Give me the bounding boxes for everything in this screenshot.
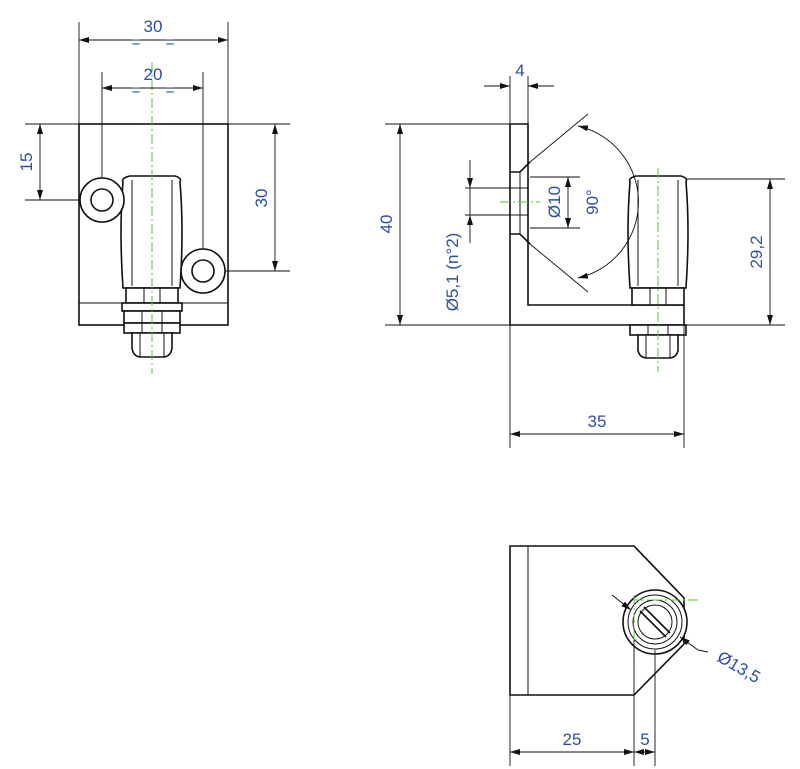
top-roller-screw-slot bbox=[639, 606, 671, 638]
side-roller-height-dim-text: 29,2 bbox=[747, 235, 766, 268]
front-view: 30 = = 20 = = 15 30 bbox=[17, 17, 290, 374]
side-angle-ext-top bbox=[529, 113, 589, 163]
side-depth-dim-text: 35 bbox=[588, 412, 607, 431]
front-hole-equal-left: = bbox=[132, 82, 141, 99]
top-diameter-leader bbox=[697, 649, 709, 653]
front-hole-boss-left bbox=[79, 177, 125, 223]
front-hole-boss-right bbox=[180, 248, 226, 294]
front-width-equal-right: = bbox=[166, 34, 175, 51]
top-view: Ø13,5 25 5 bbox=[509, 545, 764, 766]
side-angle-dim-text: 90° bbox=[583, 189, 602, 215]
side-countersink-dim-text: Ø10 bbox=[545, 186, 564, 218]
side-height-dim-text: 40 bbox=[377, 215, 396, 234]
top-diameter-dim-text: Ø13,5 bbox=[714, 647, 764, 687]
side-hole-dim-text: Ø5,1 (n°2) bbox=[443, 233, 462, 312]
front-width-equal-left: = bbox=[132, 34, 141, 51]
front-hole-height-dim-text: 15 bbox=[17, 153, 36, 172]
top-offset-dim-text: 5 bbox=[640, 730, 649, 749]
top-base-dim-text: 25 bbox=[563, 730, 582, 749]
top-roller-stud bbox=[637, 604, 673, 640]
side-thickness-dim-text: 4 bbox=[515, 61, 524, 80]
front-width-dim-text: 30 bbox=[144, 17, 163, 36]
side-angle-arc bbox=[577, 125, 639, 279]
front-hole-left bbox=[90, 188, 114, 212]
front-hole-right bbox=[191, 259, 215, 283]
side-angle-ext-bottom bbox=[529, 243, 589, 293]
top-roller-chamfer bbox=[627, 594, 683, 650]
front-hole-equal-right: = bbox=[166, 82, 175, 99]
side-view: 4 40 Ø5,1 (n°2) Ø10 90° 35 29,2 bbox=[377, 61, 785, 448]
front-height-dim-text: 30 bbox=[252, 189, 271, 208]
front-hole-spacing-dim-text: 20 bbox=[144, 65, 163, 84]
top-diameter-arrow-in bbox=[611, 594, 632, 611]
top-diameter-arrow-out bbox=[679, 636, 699, 651]
